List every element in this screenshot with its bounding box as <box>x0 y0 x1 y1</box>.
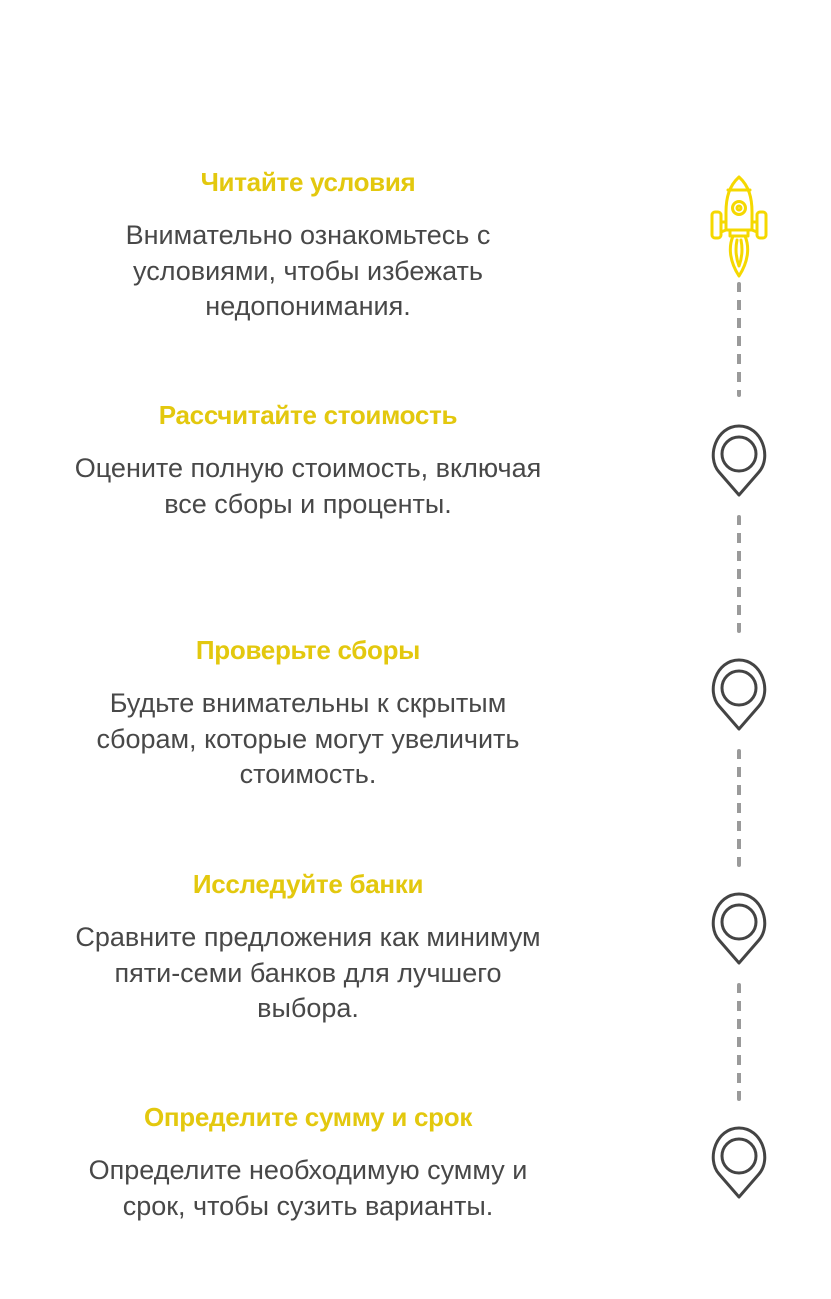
connector-line <box>737 282 741 397</box>
connector-line <box>737 515 741 633</box>
step-title: Исследуйте банки <box>192 869 424 899</box>
step-description: Сравните предложения как минимум пяти-се… <box>75 922 541 1023</box>
step-title: Проверьте сборы <box>195 635 421 665</box>
step-read-terms: Читайте условия Внимательно ознакомьтесь… <box>30 166 586 325</box>
step-description: Будьте внимательны к скрытым сборам, кот… <box>96 688 520 789</box>
map-pin-icon <box>700 656 780 736</box>
connector-line <box>737 983 741 1101</box>
step-description: Внимательно ознакомьтесь с условиями, чт… <box>125 220 491 321</box>
step-research-banks: Исследуйте банки Сравните предложения ка… <box>30 868 586 1027</box>
map-pin-icon <box>700 890 780 970</box>
step-description: Определите необходимую сумму и срок, что… <box>88 1155 528 1221</box>
connector-line <box>737 749 741 867</box>
rocket-icon <box>700 172 780 282</box>
step-description: Оцените полную стоимость, включая все сб… <box>74 453 542 519</box>
step-title: Определите сумму и срок <box>143 1102 473 1132</box>
step-check-fees: Проверьте сборы Будьте внимательны к скр… <box>30 634 586 793</box>
map-pin-icon <box>700 422 780 502</box>
step-title: Читайте условия <box>200 167 416 197</box>
step-define-amount-term: Определите сумму и срок Определите необх… <box>30 1101 586 1224</box>
step-calculate-cost: Рассчитайте стоимость Оцените полную сто… <box>30 399 586 522</box>
step-title: Рассчитайте стоимость <box>158 400 458 430</box>
map-pin-icon <box>700 1124 780 1204</box>
